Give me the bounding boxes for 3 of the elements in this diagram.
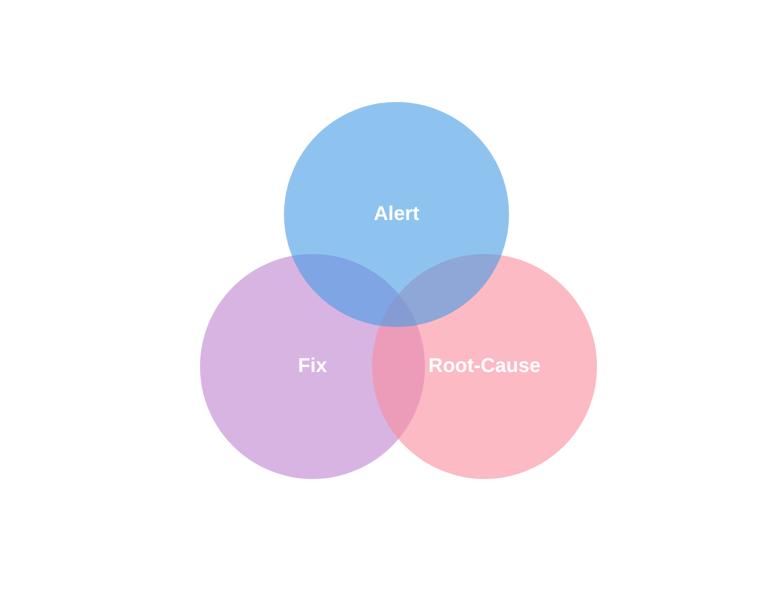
circle-label: Alert <box>374 203 420 226</box>
circle-label: Fix <box>298 355 327 378</box>
circle-label: Root-Cause <box>428 355 541 378</box>
